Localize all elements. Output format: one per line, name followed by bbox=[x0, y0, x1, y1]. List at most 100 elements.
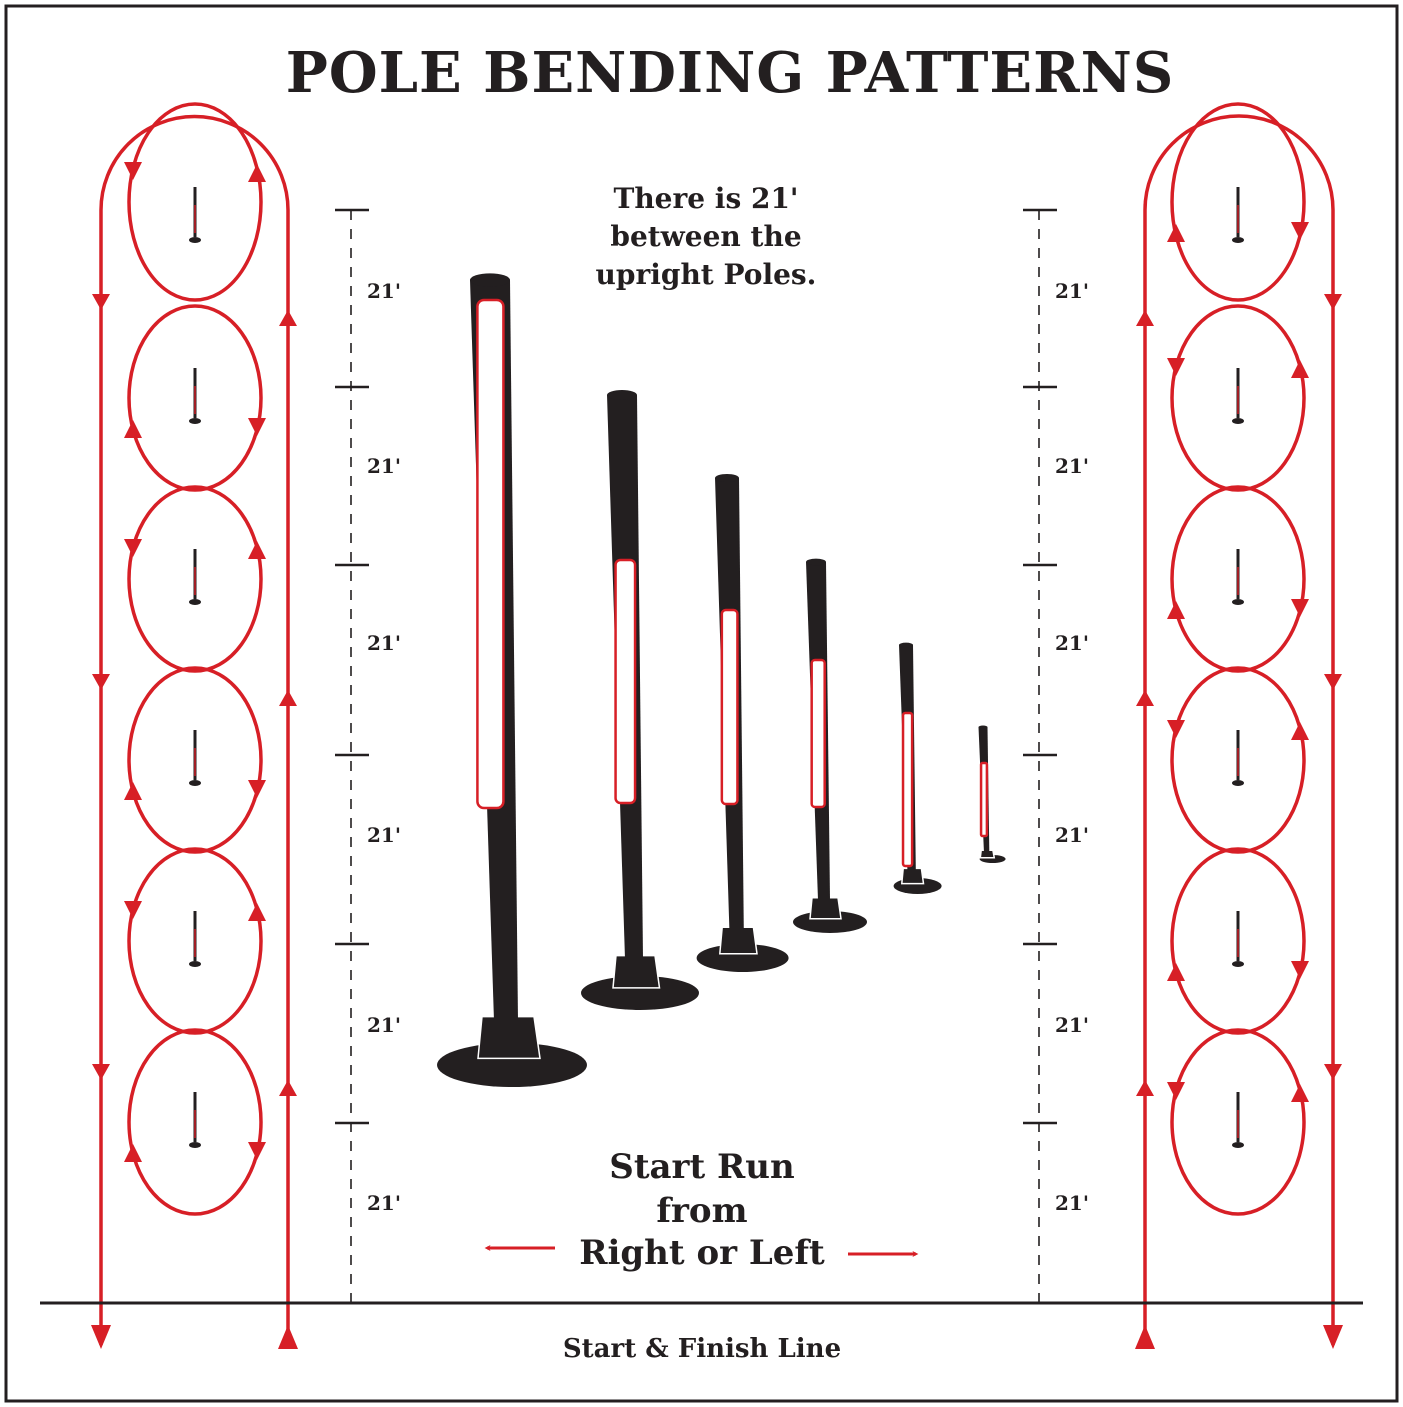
loop-arrow bbox=[1291, 599, 1309, 617]
pole-foot bbox=[809, 897, 842, 920]
pole-base bbox=[189, 237, 201, 243]
distance-label: 21' bbox=[367, 279, 401, 303]
pole-top bbox=[899, 642, 913, 648]
down-arrow bbox=[92, 1064, 110, 1080]
pole-top bbox=[470, 273, 510, 287]
pole-reflector bbox=[901, 711, 914, 868]
up-arrow bbox=[1136, 310, 1154, 326]
loop-arrow bbox=[248, 541, 266, 559]
start-line-3: Right or Left bbox=[579, 1233, 825, 1273]
pole-base bbox=[1232, 1142, 1244, 1148]
weave-loop bbox=[127, 485, 263, 673]
up-arrow bbox=[279, 1080, 297, 1096]
pole-base bbox=[1232, 961, 1244, 967]
distance-label: 21' bbox=[367, 454, 401, 478]
right-distance-scale: 21' 21' 21' 21' 21' 21' bbox=[1023, 208, 1089, 1303]
weave-loop bbox=[127, 1028, 263, 1216]
distance-label: 21' bbox=[1055, 823, 1089, 847]
pole-foot bbox=[477, 1015, 541, 1060]
distance-label: 21' bbox=[367, 823, 401, 847]
pole-top bbox=[978, 725, 988, 729]
distance-label: 21' bbox=[1055, 1191, 1089, 1215]
outer-run-path bbox=[99, 114, 290, 1345]
loop-arrow bbox=[248, 164, 266, 182]
left-weave-pattern bbox=[91, 102, 298, 1349]
pole-base bbox=[189, 599, 201, 605]
up-arrow bbox=[279, 690, 297, 706]
note-line-3: upright Poles. bbox=[596, 258, 817, 291]
end-arrow bbox=[1323, 1325, 1343, 1349]
outer-border bbox=[4, 4, 1399, 1403]
pole-foot bbox=[900, 867, 925, 885]
spacing-note: There is 21' between the upright Poles. bbox=[596, 182, 817, 291]
loop-arrow bbox=[1167, 963, 1185, 981]
start-finish-label: Start & Finish Line bbox=[563, 1334, 841, 1364]
pole-reflector bbox=[810, 658, 826, 809]
start-arrow bbox=[1135, 1325, 1155, 1349]
weave-loop bbox=[127, 847, 263, 1035]
loop-arrow bbox=[124, 539, 142, 557]
pole-foot bbox=[612, 954, 661, 989]
loop-arrow bbox=[1291, 360, 1309, 378]
start-line-1: Start Run bbox=[609, 1147, 794, 1187]
down-arrow bbox=[1324, 294, 1342, 310]
pole-top bbox=[806, 558, 826, 566]
pole-reflector bbox=[614, 558, 637, 805]
start-line-2: from bbox=[656, 1191, 747, 1231]
pole-base-disc bbox=[437, 1043, 587, 1087]
loop-arrow bbox=[1291, 222, 1309, 240]
weave-loop bbox=[1170, 1028, 1306, 1216]
outer-run-path bbox=[1143, 114, 1335, 1345]
pole-top bbox=[715, 474, 739, 482]
distance-label: 21' bbox=[367, 631, 401, 655]
pole-base bbox=[1232, 780, 1244, 786]
loop-arrow bbox=[124, 1144, 142, 1162]
distance-label: 21' bbox=[1055, 631, 1089, 655]
loop-arrow bbox=[248, 418, 266, 436]
distance-label: 21' bbox=[367, 1191, 401, 1215]
pole-base-disc bbox=[581, 976, 699, 1010]
loop-arrow bbox=[248, 1142, 266, 1160]
loop-arrow bbox=[1291, 722, 1309, 740]
weave-loop bbox=[127, 304, 263, 492]
pole-reflector bbox=[476, 298, 505, 810]
loop-arrow bbox=[248, 903, 266, 921]
note-line-1: There is 21' bbox=[613, 182, 798, 215]
up-arrow bbox=[1136, 1080, 1154, 1096]
down-arrow bbox=[92, 294, 110, 310]
start-arrow bbox=[278, 1325, 298, 1349]
down-arrow bbox=[1324, 1064, 1342, 1080]
pole-top bbox=[607, 390, 637, 400]
weave-loop bbox=[1170, 304, 1306, 492]
pole-base bbox=[1232, 599, 1244, 605]
up-arrow bbox=[279, 310, 297, 326]
pole-base bbox=[189, 418, 201, 424]
diagram-title: POLE BENDING PATTERNS bbox=[286, 40, 1175, 106]
pole-base bbox=[189, 1142, 201, 1148]
loop-arrow bbox=[1167, 1082, 1185, 1100]
weave-loop bbox=[1170, 485, 1306, 673]
loop-arrow bbox=[1167, 358, 1185, 376]
perspective-poles bbox=[437, 273, 1006, 1087]
note-line-2: between the bbox=[610, 220, 801, 253]
left-distance-scale: 21' 21' 21' 21' 21' 21' bbox=[335, 208, 401, 1303]
pole-base bbox=[1232, 237, 1244, 243]
down-arrow bbox=[92, 674, 110, 690]
loop-arrow bbox=[1167, 224, 1185, 242]
distance-label: 21' bbox=[367, 1013, 401, 1037]
loop-arrow bbox=[124, 420, 142, 438]
distance-label: 21' bbox=[1055, 279, 1089, 303]
loop-arrow bbox=[124, 162, 142, 180]
pole-base bbox=[1232, 418, 1244, 424]
end-arrow bbox=[91, 1325, 111, 1349]
pole-reflector bbox=[720, 608, 739, 806]
loop-arrow bbox=[124, 901, 142, 919]
weave-loop bbox=[1170, 847, 1306, 1035]
pole-base bbox=[189, 780, 201, 786]
loop-arrow bbox=[1167, 601, 1185, 619]
pole-foot bbox=[718, 926, 758, 955]
distance-label: 21' bbox=[1055, 454, 1089, 478]
pole-foot bbox=[979, 849, 996, 859]
distance-label: 21' bbox=[1055, 1013, 1089, 1037]
